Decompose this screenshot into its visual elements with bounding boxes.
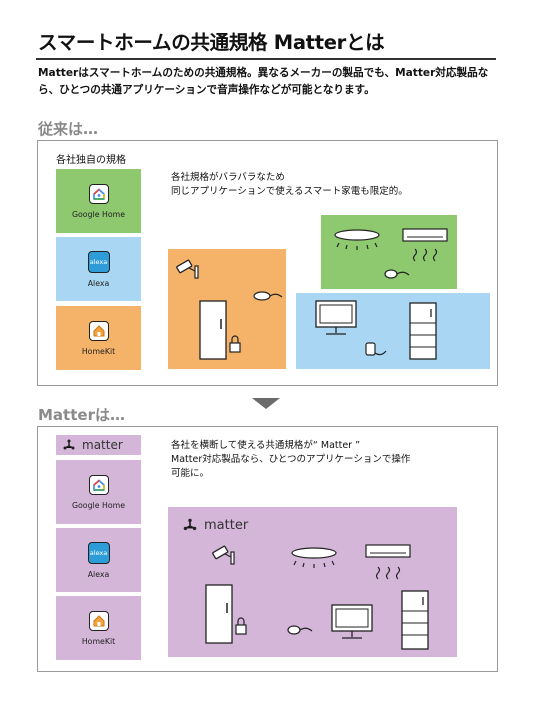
after-desc-line-1: 各社を横断して使える共通規格が“ Matter ” (171, 440, 361, 451)
page-title: スマートホームの共通規格 Matterとは (38, 31, 385, 54)
brand-tile-homekit: HomeKit (56, 306, 141, 370)
sensor-icon-green (384, 269, 410, 279)
brand-label-google-home: Google Home (72, 209, 125, 219)
matter-logo-text: matter (82, 438, 123, 452)
zone-matter-devices: matter (168, 507, 457, 657)
lead-text: Matterはスマートホームのための共通規格。異なるメーカーの製品でも、Matt… (38, 67, 489, 96)
google-home-icon (88, 474, 109, 495)
sensor-icon-orange (253, 291, 283, 301)
zone-matter-logo: matter (182, 517, 248, 533)
door-lock-icon (205, 584, 247, 644)
brand-label-alexa: Alexa (87, 278, 110, 288)
title-rule (36, 58, 496, 60)
brand-label-homekit: HomeKit (81, 636, 116, 646)
alexa-icon: alexa (87, 250, 110, 273)
before-column-title: 各社独自の規格 (56, 155, 126, 166)
zone-homekit-devices (168, 249, 286, 369)
zone-alexa-devices (296, 293, 490, 369)
before-panel: 各社独自の規格 Google Home alexa Alexa HomeKit … (37, 140, 498, 386)
brand-label-google-home: Google Home (72, 500, 125, 510)
brand-label-homekit: HomeKit (81, 346, 116, 356)
smart-plug-icon (365, 342, 387, 356)
google-home-icon (88, 183, 109, 204)
before-label: 従来は… (38, 120, 99, 138)
security-camera-icon (212, 545, 235, 565)
matter-logo-icon (63, 439, 75, 450)
sensor-icon (287, 625, 313, 635)
matter-brand-tile-alexa: alexa Alexa (56, 528, 141, 592)
zone-matter-logo-text: matter (204, 517, 249, 533)
security-camera-icon (176, 259, 199, 279)
transition-arrow (252, 398, 280, 409)
ceiling-light-icon (291, 547, 337, 568)
after-label: Matterは… (38, 406, 125, 424)
before-desc-line-1: 各社規格がバラバラなため (171, 172, 285, 183)
tv-icon (315, 300, 357, 335)
matter-brand-tile-homekit: HomeKit (56, 596, 141, 660)
brand-column-matter-logo: matter (56, 435, 141, 455)
tv-icon (331, 604, 373, 639)
matter-brand-tile-google-home: Google Home (56, 460, 141, 524)
brand-label-alexa: Alexa (87, 569, 110, 579)
zone-google-home-devices (321, 215, 457, 289)
homekit-icon (88, 610, 109, 631)
after-panel: matter Google Home alexa Alexa HomeKit 各… (37, 426, 498, 672)
after-desc-line-3: 可能に。 (171, 468, 210, 479)
air-conditioner-icon (402, 228, 448, 262)
homekit-icon (88, 320, 109, 341)
door-lock-icon (199, 300, 241, 360)
refrigerator-icon (401, 590, 429, 650)
brand-tile-google-home: Google Home (56, 169, 141, 233)
brand-tile-alexa: alexa Alexa (56, 237, 141, 301)
ceiling-light-icon (334, 229, 380, 250)
alexa-icon: alexa (87, 541, 110, 564)
after-desc-line-2: Matter対応製品なら、ひとつのアプリケーションで操作 (171, 454, 411, 465)
matter-logo-icon (183, 518, 197, 531)
refrigerator-icon (409, 302, 437, 360)
before-desc-line-2: 同じアプリケーションで使えるスマート家電も限定的。 (171, 186, 408, 197)
air-conditioner-icon (365, 544, 411, 580)
